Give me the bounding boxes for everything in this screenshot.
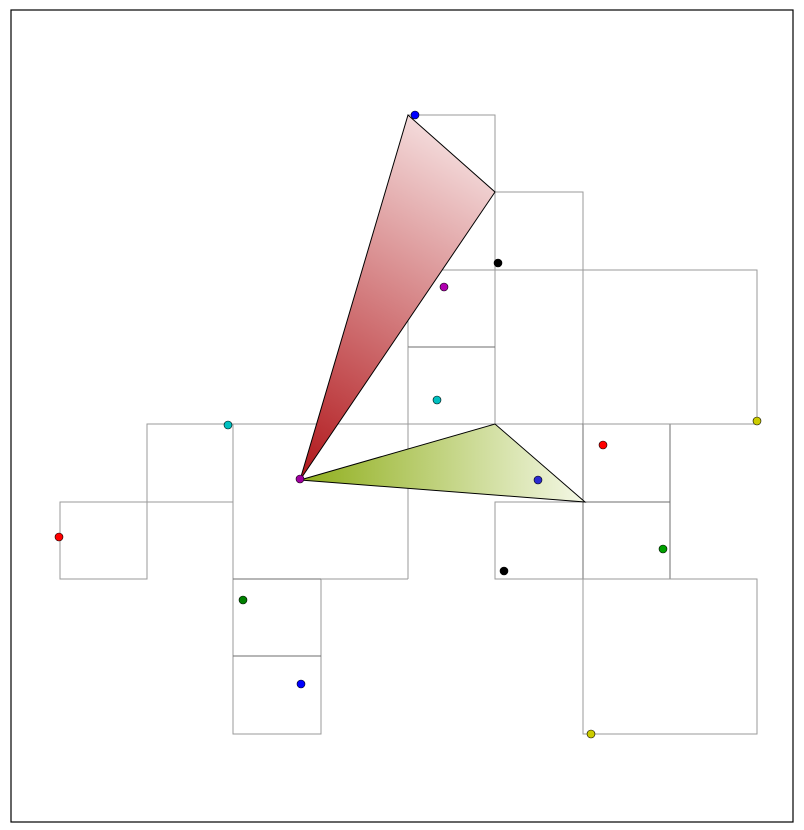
red-gradient-triangle [299, 114, 496, 481]
point-marker [493, 258, 503, 268]
point-marker [295, 474, 305, 484]
point-marker [499, 566, 509, 576]
point-marker [432, 395, 442, 405]
olive-gradient-triangle [299, 423, 587, 503]
grid-cell [582, 578, 758, 735]
point-marker [752, 416, 762, 426]
point-marker [238, 595, 248, 605]
point-marker [598, 440, 608, 450]
point-marker [223, 420, 233, 430]
point-marker [296, 679, 306, 689]
points-layer [54, 110, 762, 739]
point-marker [54, 532, 64, 542]
point-marker [439, 282, 449, 292]
point-marker [410, 110, 420, 120]
frame [10, 9, 794, 823]
point-marker [586, 729, 596, 739]
point-marker [533, 475, 543, 485]
point-marker [658, 544, 668, 554]
